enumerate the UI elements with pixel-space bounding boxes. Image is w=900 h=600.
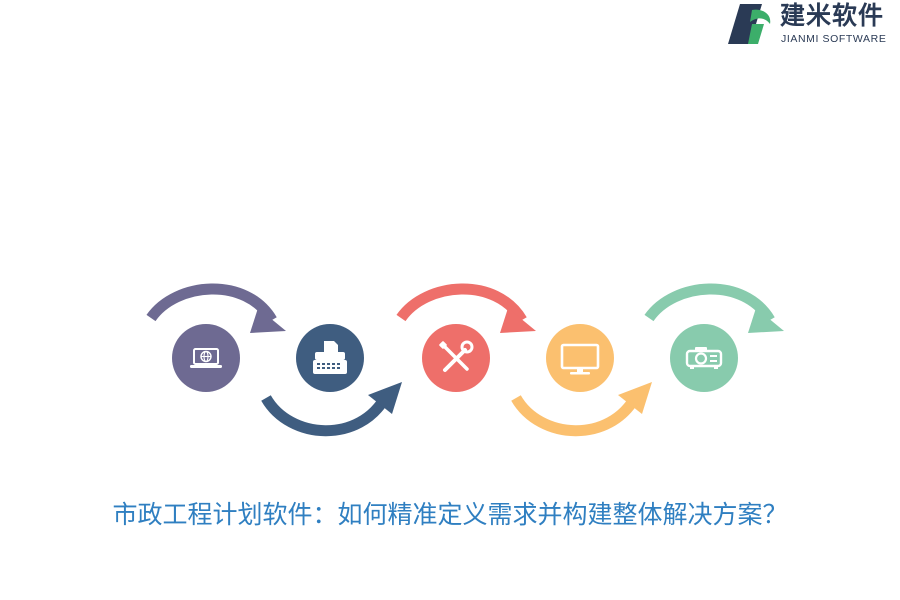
flow-arrow-shaft <box>261 393 391 437</box>
flow-arrow-5 <box>644 283 784 333</box>
flow-arrow-2 <box>261 382 402 437</box>
flow-arrow-head <box>250 308 286 333</box>
flow-arrow-head <box>748 308 784 333</box>
step-node-2 <box>296 324 364 392</box>
flow-arrow-shaft <box>511 393 641 437</box>
flow-arrow-shaft <box>644 283 775 324</box>
flow-arrow-head <box>368 382 402 414</box>
flow-arrow-shaft <box>396 283 527 324</box>
flow-arrow-head <box>618 382 652 414</box>
flow-arrow-shaft <box>146 283 277 324</box>
step-circle <box>670 324 738 392</box>
flow-arrow-head <box>500 308 536 333</box>
flow-arrow-3 <box>396 283 536 333</box>
step-circle <box>172 324 240 392</box>
flow-arrow-4 <box>511 382 652 437</box>
page-caption: 市政工程计划软件：如何精准定义需求并构建整体解决方案？ <box>112 500 788 529</box>
jianmi-logo-icon <box>728 4 771 44</box>
brand-logo: 建米软件 JIANMI SOFTWARE <box>726 2 898 48</box>
step-node-3 <box>422 324 490 392</box>
logo-name-cn: 建米软件 <box>780 1 885 30</box>
step-node-5 <box>670 324 738 392</box>
step-circle <box>546 324 614 392</box>
step-node-1 <box>172 324 240 392</box>
step-node-4 <box>546 324 614 392</box>
flow-arrow-1 <box>146 283 286 333</box>
logo-name-en: JIANMI SOFTWARE <box>781 33 887 45</box>
